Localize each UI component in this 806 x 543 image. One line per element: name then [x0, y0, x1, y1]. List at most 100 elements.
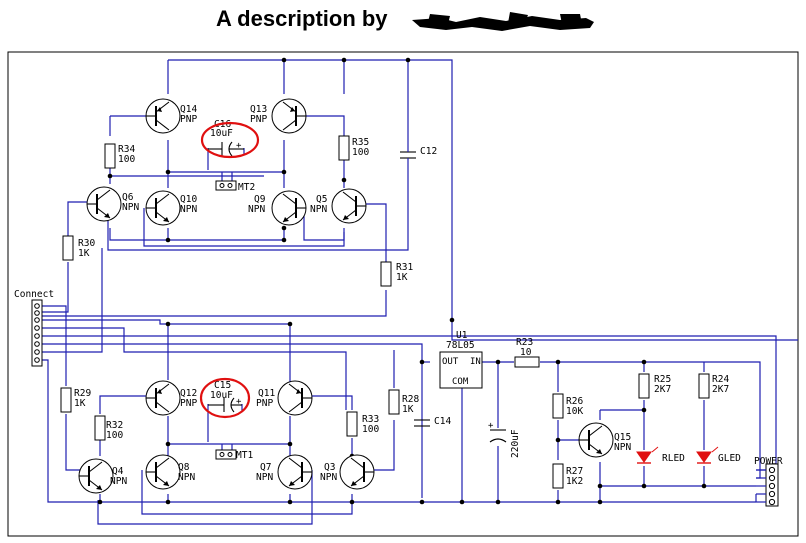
regulator-u1: U1 78L05 OUT IN COM: [439, 330, 483, 389]
transistor-q9: Q9 NPN: [248, 190, 307, 226]
led-red: RLED: [636, 446, 685, 464]
svg-text:10uF: 10uF: [210, 390, 233, 401]
resistor-r33: R33 100: [346, 411, 379, 437]
transistor-q4: Q4 NPN: [78, 458, 127, 494]
svg-text:NPN: NPN: [178, 472, 195, 483]
svg-text:10uF: 10uF: [210, 128, 233, 139]
svg-text:IN: IN: [470, 357, 481, 367]
svg-text:R29: R29: [74, 388, 91, 399]
svg-text:R32: R32: [106, 420, 123, 431]
svg-text:Q12: Q12: [180, 388, 197, 399]
svg-text:Q11: Q11: [258, 388, 275, 399]
svg-text:Q13: Q13: [250, 104, 267, 115]
svg-text:R26: R26: [566, 396, 583, 407]
svg-text:Connect: Connect: [14, 289, 54, 300]
svg-text:MT2: MT2: [238, 182, 255, 193]
svg-text:PNP: PNP: [256, 398, 273, 409]
svg-text:R31: R31: [396, 262, 413, 273]
resistor-r25: R25 2K7: [638, 373, 671, 399]
svg-text:C14: C14: [434, 416, 451, 427]
svg-text:1K: 1K: [78, 248, 90, 259]
capacitor-c16: + C16 10uF: [200, 119, 260, 159]
svg-text:220uF: 220uF: [510, 429, 521, 458]
resistor-r28: R28 1K: [388, 389, 419, 415]
svg-text:MT1: MT1: [236, 450, 253, 461]
connector-connect: Connect: [14, 289, 54, 367]
svg-text:U1: U1: [456, 330, 468, 341]
svg-text:POWER: POWER: [754, 456, 783, 467]
resistor-r35: R35 100: [338, 135, 369, 161]
svg-text:GLED: GLED: [718, 453, 741, 464]
svg-text:R34: R34: [118, 144, 135, 155]
svg-text:100: 100: [352, 147, 369, 158]
svg-text:1K: 1K: [74, 398, 86, 409]
transistor-q11: Q11 PNP: [256, 380, 313, 416]
svg-text:100: 100: [106, 430, 123, 441]
svg-text:Q5: Q5: [316, 194, 327, 205]
capacitor-c14: C14: [414, 416, 451, 427]
resistor-r30: R30 1K: [62, 235, 95, 261]
svg-text:2K7: 2K7: [712, 384, 729, 395]
svg-text:COM: COM: [452, 377, 469, 387]
resistor-r26: R26 10K: [552, 393, 583, 419]
svg-text:Q9: Q9: [254, 194, 266, 205]
resistor-r34: R34 100: [104, 143, 135, 169]
transistor-q6: Q6 NPN: [86, 186, 139, 222]
transistor-q10: Q10 NPN: [145, 190, 197, 226]
svg-text:PNP: PNP: [180, 114, 197, 125]
svg-text:10K: 10K: [566, 406, 583, 417]
junction-dots: [97, 57, 707, 505]
svg-text:NPN: NPN: [180, 204, 197, 215]
highlight-circle-c16: [200, 121, 260, 159]
page-title: A description by: [216, 6, 388, 31]
svg-text:Q7: Q7: [260, 462, 271, 473]
svg-text:R27: R27: [566, 466, 583, 477]
svg-text:Q10: Q10: [180, 194, 197, 205]
svg-text:100: 100: [118, 154, 135, 165]
transistor-q7: Q7 NPN: [256, 454, 313, 490]
resistor-r23: R23 10: [514, 337, 540, 368]
svg-text:NPN: NPN: [320, 472, 337, 483]
svg-text:NPN: NPN: [248, 204, 265, 215]
svg-text:R23: R23: [516, 337, 533, 348]
resistor-r31: R31 1K: [380, 261, 413, 287]
svg-text:Q3: Q3: [324, 462, 335, 473]
svg-text:R30: R30: [78, 238, 95, 249]
resistor-r29: R29 1K: [60, 387, 91, 413]
svg-text:1K2: 1K2: [566, 476, 583, 487]
svg-text:2K7: 2K7: [654, 384, 671, 395]
board-outline: [7, 51, 799, 537]
svg-text:1K: 1K: [402, 404, 414, 415]
svg-text:NPN: NPN: [122, 202, 139, 213]
wiring-top: [36, 59, 453, 320]
transistor-q13: Q13 PNP: [250, 98, 307, 134]
transistor-q15: Q15 NPN: [578, 422, 631, 458]
capacitor-c15: + C15 10uF: [199, 377, 251, 419]
svg-text:NPN: NPN: [614, 442, 631, 453]
svg-text:+: +: [236, 397, 242, 407]
svg-text:10: 10: [520, 347, 532, 358]
svg-text:Q15: Q15: [614, 432, 631, 443]
redacted-author-name: [412, 12, 594, 31]
svg-text:Q6: Q6: [122, 192, 134, 203]
connector-mt2: MT2: [215, 180, 255, 193]
svg-text:NPN: NPN: [256, 472, 273, 483]
resistor-r27: R27 1K2: [552, 463, 583, 489]
svg-text:C15: C15: [214, 380, 231, 391]
resistor-r24: R24 2K7: [698, 373, 729, 399]
svg-text:+: +: [488, 421, 494, 431]
transistor-q12: Q12 PNP: [145, 380, 197, 416]
capacitor-220uf: + 220uF: [488, 421, 521, 458]
transistor-q8: Q8 NPN: [145, 454, 195, 490]
resistor-r32: R32 100: [94, 415, 123, 441]
connector-power: POWER: [754, 456, 783, 507]
svg-text:R24: R24: [712, 374, 729, 385]
capacitor-c12: C12: [400, 146, 437, 164]
svg-text:R35: R35: [352, 137, 369, 148]
transistor-q3: Q3 NPN: [320, 454, 375, 490]
svg-text:R25: R25: [654, 374, 671, 385]
connector-mt1: MT1: [215, 449, 253, 461]
svg-text:C12: C12: [420, 146, 437, 157]
svg-text:100: 100: [362, 424, 379, 435]
